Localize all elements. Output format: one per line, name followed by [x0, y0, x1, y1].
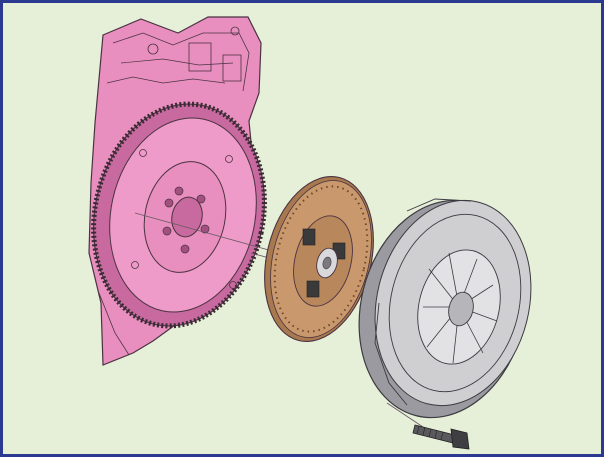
clutch-exploded-view	[3, 3, 601, 454]
